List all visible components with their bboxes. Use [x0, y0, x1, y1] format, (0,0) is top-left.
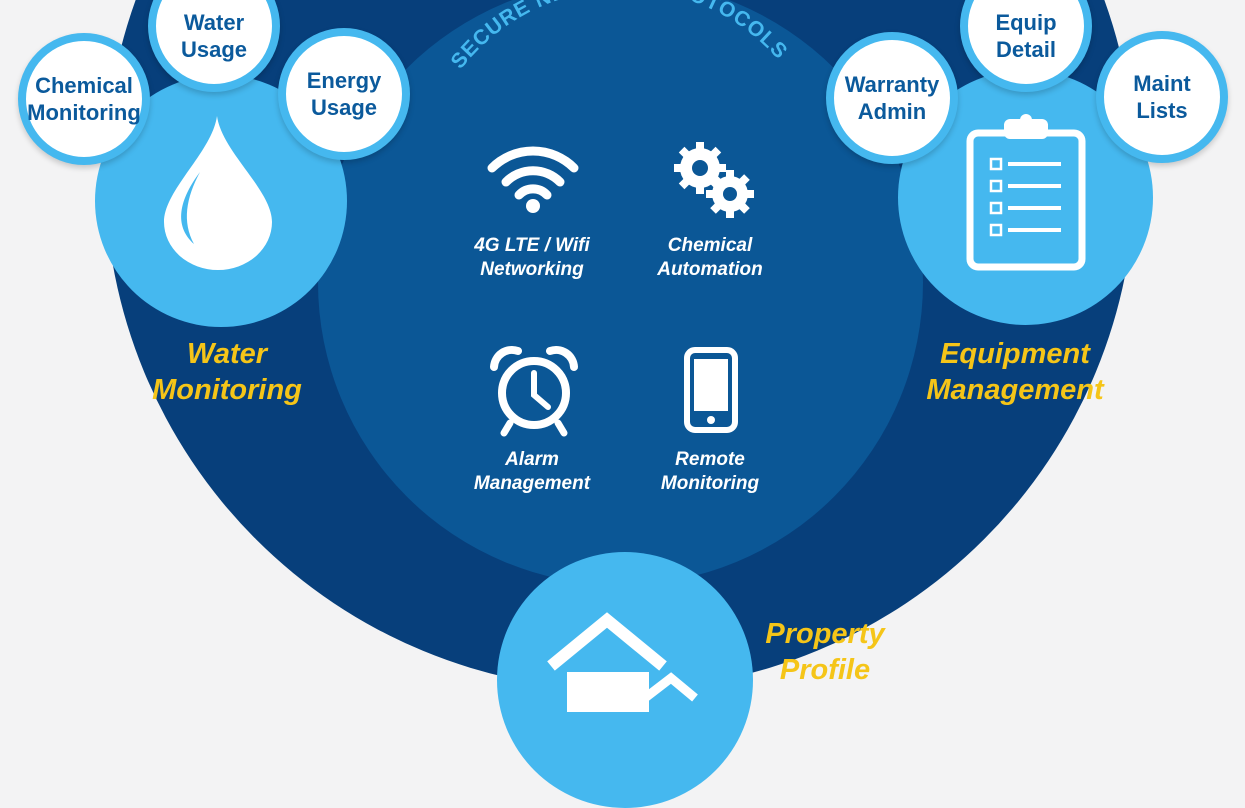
secure-network-arc: SECURE NETWORK PROTOCOLS	[446, 0, 792, 73]
bubble-energy-usage[interactable]: Energy Usage	[278, 28, 410, 160]
wifi-icon	[487, 146, 579, 213]
arc-text: SECURE NETWORK PROTOCOLS	[446, 0, 792, 73]
property-profile-label: Property Profile	[765, 618, 885, 686]
bubble-chemical-monitoring[interactable]: Chemical Monitoring	[18, 33, 150, 165]
gears-icon	[674, 142, 754, 218]
clipboard-checklist-icon	[966, 114, 1086, 271]
equipment-management-label: Equipment Management	[926, 338, 1104, 406]
alarm-clock-icon	[490, 345, 578, 437]
feature-chemical-automation-label: Chemical Automation	[657, 235, 763, 280]
feature-remote-monitoring-label: Remote Monitoring	[660, 449, 760, 494]
feature-networking-label: 4G LTE / Wifi Networking	[474, 235, 590, 280]
inner-circle	[318, 0, 923, 585]
water-monitoring-label: Water Monitoring	[152, 338, 302, 406]
house-icon	[547, 612, 698, 712]
bubble-warranty-admin[interactable]: Warranty Admin	[826, 32, 958, 164]
bubble-maint-lists[interactable]: Maint Lists	[1096, 31, 1228, 163]
water-drop-icon	[164, 116, 272, 270]
smartphone-icon	[684, 347, 738, 433]
feature-alarm-management-label: Alarm Management	[473, 449, 591, 494]
